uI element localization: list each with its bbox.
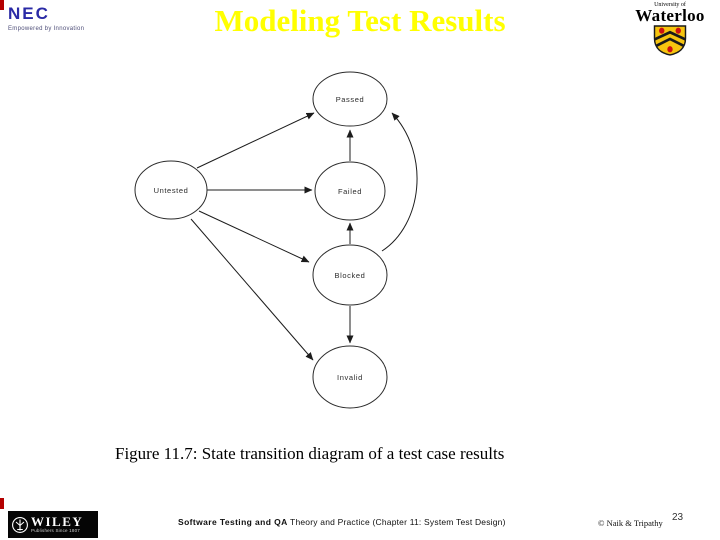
state-label-untested: Untested	[154, 186, 189, 195]
footer-book-title: Software Testing and QA Theory and Pract…	[178, 517, 506, 527]
wiley-wordmark: WILEY	[31, 514, 84, 529]
state-label-invalid: Invalid	[337, 373, 363, 382]
footer-book-title-rest: Theory and Practice (Chapter 11: System …	[287, 517, 506, 527]
waterloo-logo-line1: University of	[654, 2, 686, 8]
nec-logo: NEC	[8, 4, 50, 23]
state-label-passed: Passed	[336, 95, 365, 104]
waterloo-shield-icon	[653, 25, 687, 56]
edge-untested-invalid	[190, 218, 314, 361]
state-label-blocked: Blocked	[335, 271, 366, 280]
edge-untested-passed	[196, 112, 315, 169]
left-edge-accent-bottom	[0, 498, 4, 509]
left-edge-accent-top	[0, 0, 4, 10]
state-node-blocked: Blocked	[312, 244, 388, 306]
page-title: Modeling Test Results	[214, 3, 506, 38]
nec-tagline: Empowered by Innovation	[8, 26, 85, 32]
figure-caption: Figure 11.7: State transition diagram of…	[115, 444, 505, 463]
page-number: 23	[672, 512, 684, 523]
state-label-failed: Failed	[338, 187, 362, 196]
state-node-failed: Failed	[314, 161, 386, 221]
state-node-untested: Untested	[134, 160, 208, 220]
edge-untested-blocked	[198, 210, 310, 263]
footer-book-title-bold: Software Testing and QA	[178, 517, 288, 527]
state-transition-diagram: Passed Untested Failed Blocked Invalid	[134, 71, 418, 409]
state-node-passed: Passed	[312, 71, 388, 127]
waterloo-logo: University of Waterloo	[628, 2, 712, 61]
wiley-subtext: Publishers Since 1807	[31, 528, 80, 533]
edge-blocked-passed-arc	[381, 112, 418, 252]
footer-copyright: © Naik & Tripathy	[598, 518, 663, 528]
waterloo-logo-wordmark: Waterloo	[635, 6, 705, 25]
wiley-colophon-icon	[12, 516, 28, 533]
state-node-invalid: Invalid	[312, 345, 388, 409]
wiley-logo: WILEY Publishers Since 1807	[8, 511, 98, 538]
